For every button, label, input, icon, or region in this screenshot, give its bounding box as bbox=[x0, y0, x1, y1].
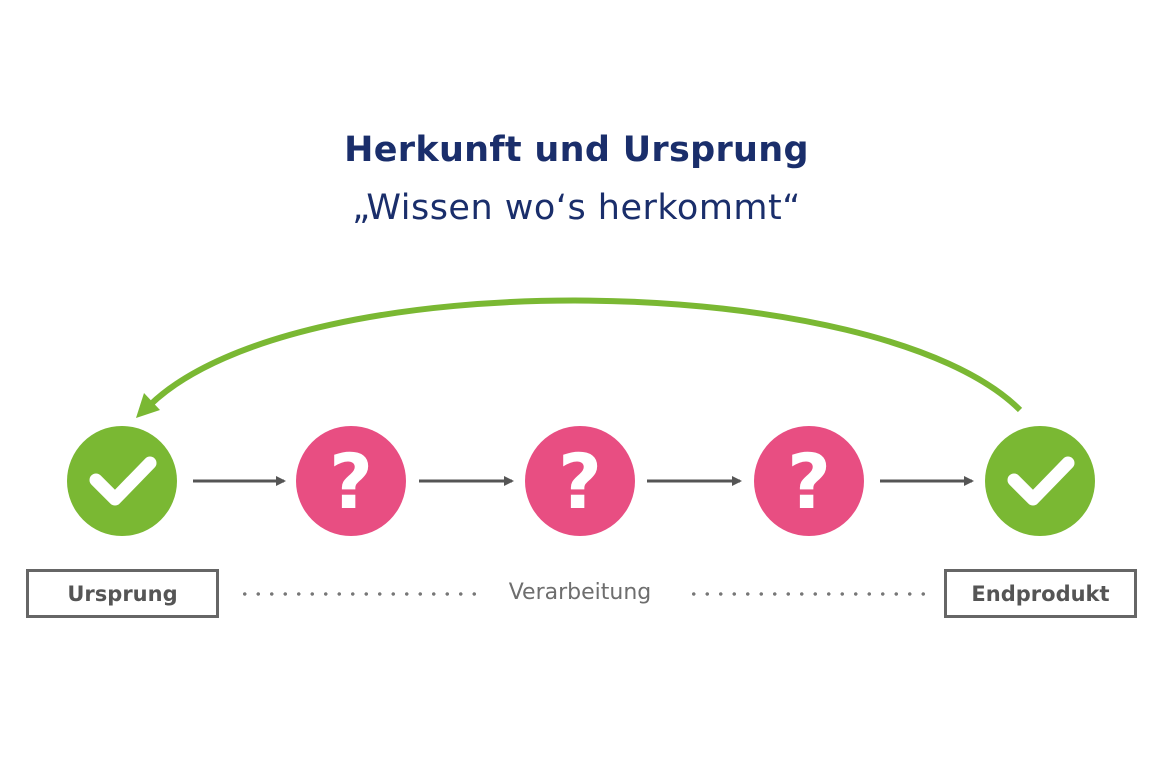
question-mark-icon: ? bbox=[558, 437, 602, 526]
label-verarbeitung: Verarbeitung bbox=[508, 580, 652, 605]
check-icon bbox=[89, 456, 157, 506]
question-mark-icon: ? bbox=[329, 437, 373, 526]
node-end bbox=[985, 426, 1095, 536]
node-step-1: ? bbox=[296, 426, 406, 536]
return-arc bbox=[147, 297, 1023, 413]
check-icon bbox=[1007, 456, 1075, 506]
dotted-line-left bbox=[238, 592, 478, 596]
question-mark-icon: ? bbox=[787, 437, 831, 526]
dotted-line-right bbox=[687, 592, 927, 596]
page-title: Herkunft und Ursprung bbox=[344, 130, 809, 170]
node-start bbox=[67, 426, 177, 536]
label-endprodukt: Endprodukt bbox=[944, 569, 1137, 618]
page-subtitle: „Wissen wo‘s herkommt“ bbox=[352, 188, 801, 228]
node-step-2: ? bbox=[525, 426, 635, 536]
label-ursprung: Ursprung bbox=[26, 569, 219, 618]
return-arc-arrowhead-icon bbox=[136, 393, 160, 418]
node-step-3: ? bbox=[754, 426, 864, 536]
